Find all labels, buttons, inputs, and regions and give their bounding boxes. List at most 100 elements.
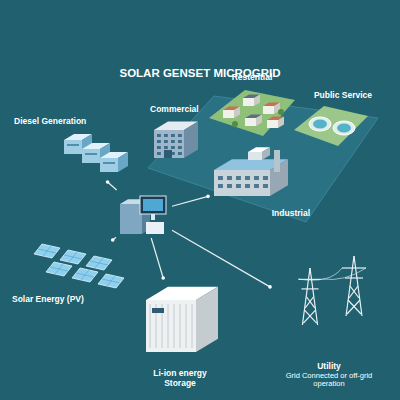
tank-rim [309, 117, 331, 131]
component-label: Restential [232, 73, 273, 83]
component-node: Restential [205, 72, 299, 140]
window [164, 134, 168, 137]
tank-water [337, 124, 351, 133]
panel-grid [95, 258, 103, 268]
window [245, 176, 250, 180]
window [157, 146, 161, 149]
connection-dot [268, 285, 272, 289]
roof-unit-front [248, 152, 262, 160]
connection-dot [106, 180, 110, 184]
window [171, 140, 175, 143]
component-label: Diesel Generation [14, 117, 86, 127]
illustration-group [209, 90, 295, 136]
pylon-strut [301, 288, 318, 289]
window [218, 176, 223, 180]
tank-water [313, 120, 327, 129]
window [171, 134, 175, 137]
commercial-building-front [154, 130, 184, 158]
window [263, 184, 268, 188]
connection-line [151, 238, 163, 278]
window [178, 152, 182, 155]
battery-container-front [146, 300, 196, 352]
tree [278, 109, 284, 115]
window [171, 146, 175, 149]
connection-line [172, 196, 208, 206]
illustration-group [294, 106, 368, 146]
commercial-building-side [184, 122, 198, 158]
illustration-group [64, 134, 128, 172]
window [236, 184, 241, 188]
solar-panel [72, 268, 98, 282]
container-rib [150, 304, 151, 348]
house-side [254, 94, 260, 106]
roof-unit-side [262, 147, 270, 160]
genset-vent [103, 162, 115, 164]
window [245, 184, 250, 188]
pylon-strut [348, 300, 361, 314]
solar-panel [86, 256, 112, 270]
panel-grid [107, 276, 115, 286]
component-label: Utility [317, 362, 341, 372]
illustration-group [214, 147, 288, 196]
pylon-strut [345, 277, 363, 278]
house-front [267, 120, 278, 128]
solar-panel [98, 274, 124, 288]
illustration-group [34, 244, 124, 288]
component-node: UtilityGrid Connected or off-grid operat… [270, 252, 388, 390]
pylon-strut [303, 310, 315, 323]
container-rib [174, 304, 175, 348]
component-note: Grid Connected or off-grid operation [274, 372, 384, 389]
component-node: Solar Energy (PV) [10, 240, 136, 306]
house-front [243, 98, 254, 106]
pylon-strut [304, 310, 316, 323]
illustration-group [146, 287, 218, 352]
chimney [274, 150, 280, 172]
component-node: Diesel Generation [12, 116, 128, 182]
window [263, 176, 268, 180]
genset-front [82, 149, 100, 163]
illustration-group [154, 122, 198, 158]
control-cabinet-front [120, 204, 142, 234]
container-rib [186, 304, 187, 348]
service-tile [294, 106, 368, 146]
component-label: Commercial [150, 105, 199, 115]
house-front [223, 110, 234, 118]
window [227, 184, 232, 188]
house-front [245, 118, 256, 126]
connection-dot [111, 238, 115, 242]
door [164, 150, 172, 158]
tree [232, 121, 238, 127]
diagram-title: SOLAR GENSET MICROGRID [0, 67, 400, 79]
battery-container-side [196, 287, 218, 352]
house-side [256, 114, 262, 126]
component-label: Solar Energy (PV) [12, 295, 84, 305]
monitor-screen [143, 199, 163, 211]
window [178, 140, 182, 143]
lawn-tile [209, 90, 295, 136]
solar-panel [46, 262, 72, 276]
container-rib [180, 304, 181, 348]
component-node: Public Service [290, 90, 374, 152]
container-rib [192, 304, 193, 348]
tank-rim [333, 121, 355, 135]
panel-grid [43, 246, 51, 256]
genset-vent [67, 144, 79, 146]
panel-sheet [146, 222, 164, 234]
monitor [140, 196, 166, 214]
window [178, 134, 182, 137]
solar-panel [60, 250, 86, 264]
genset-vent [85, 153, 97, 155]
window [178, 146, 182, 149]
window [254, 184, 259, 188]
pylon-strut [342, 267, 366, 268]
connection-dot [161, 276, 165, 280]
component-label: Public Service [314, 91, 372, 101]
panel-grid [81, 270, 89, 280]
window [218, 184, 223, 188]
genset-side [118, 152, 128, 172]
component-illustration [205, 72, 299, 140]
component-label: Li-ion energy Storage [138, 369, 222, 389]
component-node: Commercial [148, 104, 210, 168]
window [157, 134, 161, 137]
